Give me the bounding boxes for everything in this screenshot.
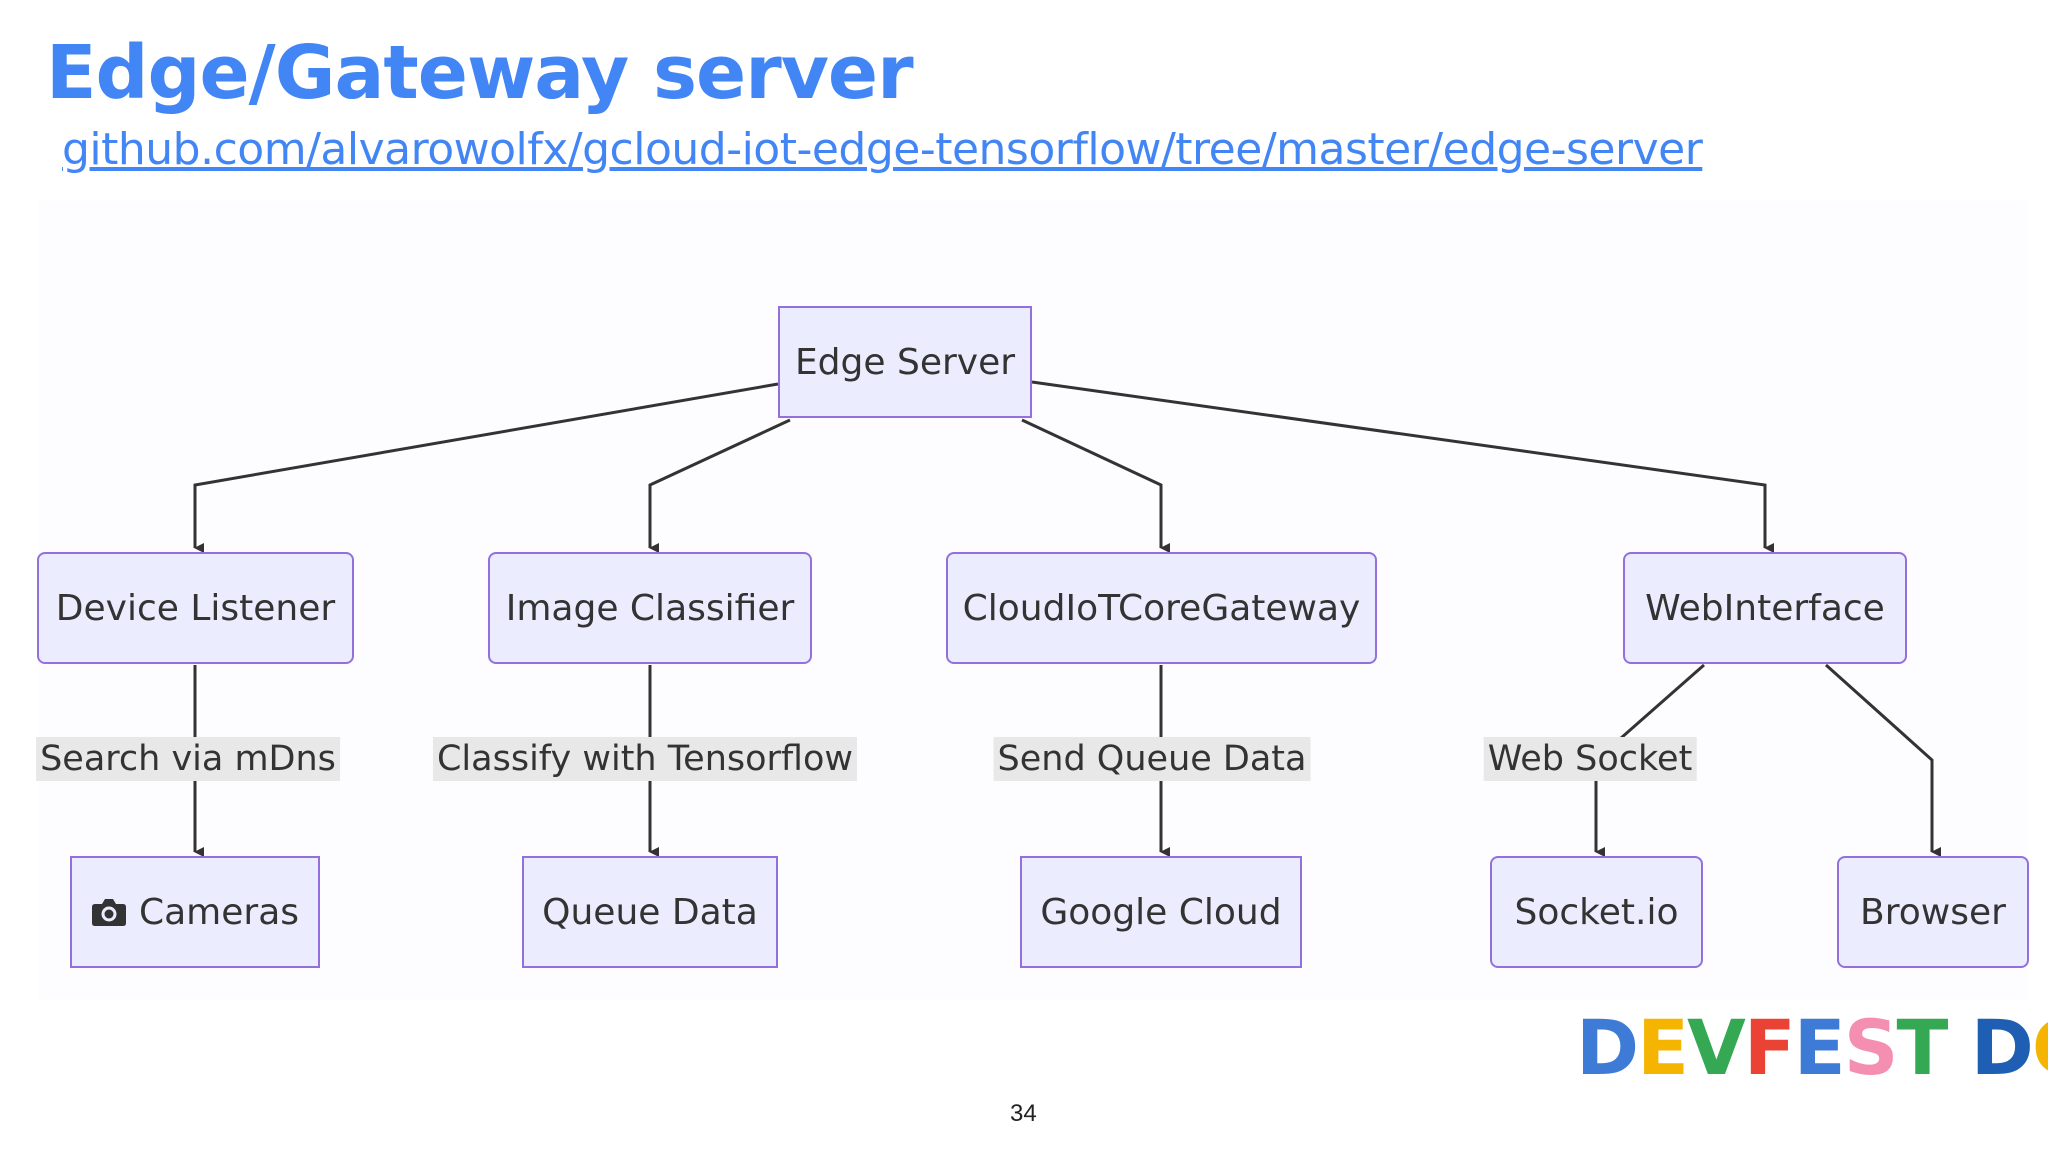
node-image-classifier: Image Classifier	[488, 552, 812, 664]
camera-icon	[91, 899, 126, 926]
devfest-dc-logo: DEVFEST DC	[1576, 1003, 2048, 1092]
node-image-classifier-label: Image Classifier	[505, 587, 795, 629]
node-queue-data-label: Queue Data	[542, 891, 758, 933]
node-web-interface-label: WebInterface	[1645, 587, 1885, 629]
edge-server-to-cloud-gateway	[1021, 418, 1170, 553]
edge-server-to-web-interface	[1031, 380, 1774, 553]
page-number: 34	[1010, 1100, 1037, 1127]
edge-label-classify-tensorflow: Classify with Tensorflow	[432, 737, 858, 781]
node-google-cloud: Google Cloud	[1020, 856, 1302, 968]
node-web-interface: WebInterface	[1623, 552, 1907, 664]
web-interface-to-browser	[1824, 663, 1941, 857]
edge-label-search-mdns: Search via mDns	[36, 737, 340, 781]
node-browser-label: Browser	[1860, 891, 2006, 933]
node-edge-server: Edge Server	[778, 306, 1032, 418]
node-device-listener: Device Listener	[37, 552, 354, 664]
node-cameras-label: Cameras	[138, 891, 300, 933]
edge-server-to-image-classifier	[648, 418, 791, 553]
node-socket-io: Socket.io	[1490, 856, 1703, 968]
node-cameras: Cameras	[70, 856, 320, 968]
edge-label-web-socket: Web Socket	[1483, 737, 1697, 781]
node-queue-data: Queue Data	[522, 856, 778, 968]
node-device-listener-label: Device Listener	[55, 587, 336, 629]
edge-label-send-queue-data: Send Queue Data	[993, 737, 1311, 781]
node-google-cloud-label: Google Cloud	[1040, 891, 1282, 933]
node-cloud-iot-core-gateway-label: CloudIoTCoreGateway	[962, 587, 1361, 629]
node-cloud-iot-core-gateway: CloudIoTCoreGateway	[946, 552, 1377, 664]
node-browser: Browser	[1837, 856, 2029, 968]
github-link[interactable]: github.com/alvarowolfx/gcloud-iot-edge-t…	[62, 124, 1703, 175]
slide-title: Edge/Gateway server	[46, 30, 914, 116]
node-socket-io-label: Socket.io	[1514, 891, 1679, 933]
node-edge-server-label: Edge Server	[794, 341, 1016, 383]
edge-server-to-device-listener	[193, 382, 779, 553]
